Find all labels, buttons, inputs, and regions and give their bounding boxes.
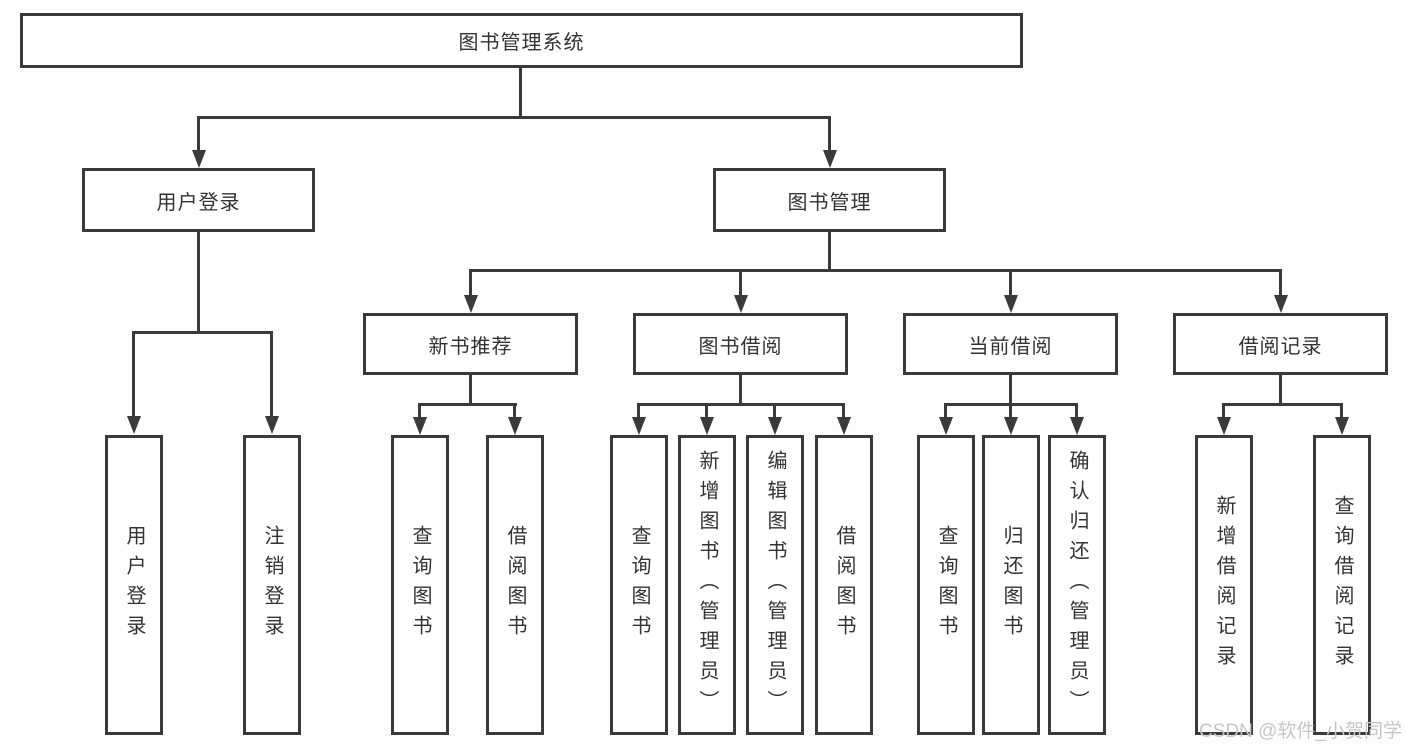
connector-drop xyxy=(132,331,135,417)
connector-drop xyxy=(773,403,776,418)
arrowhead-icon xyxy=(192,150,206,168)
arrowhead-icon xyxy=(127,416,141,434)
leaf-nb-borrow-books: 借阅图书 xyxy=(486,435,544,735)
node-book-management: 图书管理 xyxy=(713,168,946,232)
arrowhead-icon xyxy=(464,295,478,313)
arrowhead-icon xyxy=(1070,417,1084,435)
connector-userlogin-crossbar xyxy=(132,331,273,334)
leaf-cb-confirm-return-admin: 确认归还（管理员） xyxy=(1048,435,1106,735)
arrowhead-icon xyxy=(823,150,837,168)
leaf-cb-query-books: 查询图书 xyxy=(917,435,975,735)
connector-drop xyxy=(513,403,516,418)
connector-drop xyxy=(418,403,421,418)
connector-crossbar xyxy=(637,403,845,406)
node-current-borrowing: 当前借阅 xyxy=(903,313,1118,375)
arrowhead-icon xyxy=(1217,417,1231,435)
node-book-borrowing: 图书借阅 xyxy=(633,313,848,375)
leaf-br-query-record: 查询借阅记录 xyxy=(1313,435,1371,735)
arrowhead-icon xyxy=(939,417,953,435)
leaf-bb-edit-books-admin: 编辑图书（管理员） xyxy=(746,435,804,735)
arrowhead-icon xyxy=(837,417,851,435)
csdn-watermark: CSDN @软件_小贺同学 xyxy=(1199,721,1402,742)
connector-drop xyxy=(739,269,742,297)
connector-drop xyxy=(1340,403,1343,418)
connector-stem xyxy=(469,375,472,406)
connector-userlogin-stem xyxy=(197,232,200,333)
leaf-cb-return-books: 归还图书 xyxy=(982,435,1040,735)
connector-root-stem xyxy=(519,68,522,118)
connector-drop xyxy=(705,403,708,418)
leaf-bb-query-books: 查询图书 xyxy=(610,435,668,735)
connector-drop xyxy=(1222,403,1225,418)
connector-bookmgmt-stem xyxy=(828,232,831,272)
arrowhead-icon xyxy=(265,416,279,434)
arrowhead-icon xyxy=(508,417,522,435)
node-new-book-recommend: 新书推荐 xyxy=(363,313,578,375)
connector-drop xyxy=(944,403,947,418)
arrowhead-icon xyxy=(413,417,427,435)
connector-stem xyxy=(739,375,742,406)
leaf-user-login: 用户登录 xyxy=(105,435,163,735)
leaf-nb-query-books: 查询图书 xyxy=(391,435,449,735)
node-borrowing-records: 借阅记录 xyxy=(1173,313,1388,375)
arrowhead-icon xyxy=(1274,295,1288,313)
connector-drop xyxy=(469,269,472,297)
arrowhead-icon xyxy=(768,417,782,435)
connector-drop xyxy=(197,116,200,152)
connector-drop xyxy=(842,403,845,418)
node-library-system: 图书管理系统 xyxy=(20,13,1023,68)
arrowhead-icon xyxy=(1004,417,1018,435)
connector-crossbar xyxy=(418,403,517,406)
connector-drop xyxy=(637,403,640,418)
node-user-login: 用户登录 xyxy=(82,168,315,232)
connector-drop xyxy=(1279,269,1282,297)
connector-root-crossbar xyxy=(197,116,831,119)
connector-bookmgmt-crossbar xyxy=(469,269,1282,272)
connector-drop xyxy=(1009,269,1012,297)
connector-crossbar xyxy=(1222,403,1343,406)
leaf-br-add-record: 新增借阅记录 xyxy=(1195,435,1253,735)
leaf-logout: 注销登录 xyxy=(243,435,301,735)
arrowhead-icon xyxy=(734,295,748,313)
arrowhead-icon xyxy=(1004,295,1018,313)
connector-drop xyxy=(1075,403,1078,418)
connector-stem xyxy=(1009,375,1012,406)
connector-drop xyxy=(828,116,831,152)
connector-stem xyxy=(1279,375,1282,406)
connector-drop xyxy=(1009,403,1012,418)
arrowhead-icon xyxy=(700,417,714,435)
leaf-bb-borrow-books: 借阅图书 xyxy=(815,435,873,735)
arrowhead-icon xyxy=(1335,417,1349,435)
leaf-bb-add-books-admin: 新增图书（管理员） xyxy=(678,435,736,735)
arrowhead-icon xyxy=(632,417,646,435)
connector-drop xyxy=(270,331,273,417)
